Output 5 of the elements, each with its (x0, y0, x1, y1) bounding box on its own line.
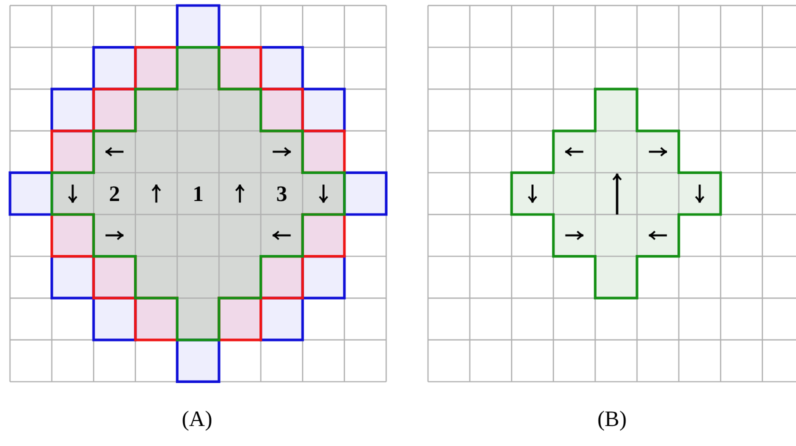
panel-caption: (B) (597, 408, 627, 430)
cell-number: 2 (109, 182, 120, 205)
cell-number: 1 (192, 182, 204, 205)
panel-caption: (A) (182, 408, 212, 430)
cell-number: 3 (276, 182, 288, 205)
